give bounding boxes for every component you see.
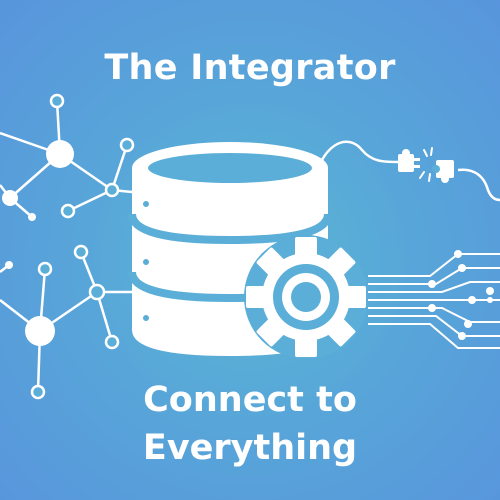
page-title: The Integrator xyxy=(104,48,396,88)
tagline-line-1: Connect to xyxy=(143,380,357,420)
tagline: Connect to Everything xyxy=(0,376,500,472)
circuit-nodes xyxy=(428,250,494,340)
network-hollow-nodes xyxy=(30,93,135,400)
tagline-line-2: Everything xyxy=(142,428,358,468)
gear-icon xyxy=(244,235,368,359)
plug-connector-icon xyxy=(316,140,500,202)
circuit-lines-icon xyxy=(368,253,500,349)
network-nodes xyxy=(2,140,74,346)
